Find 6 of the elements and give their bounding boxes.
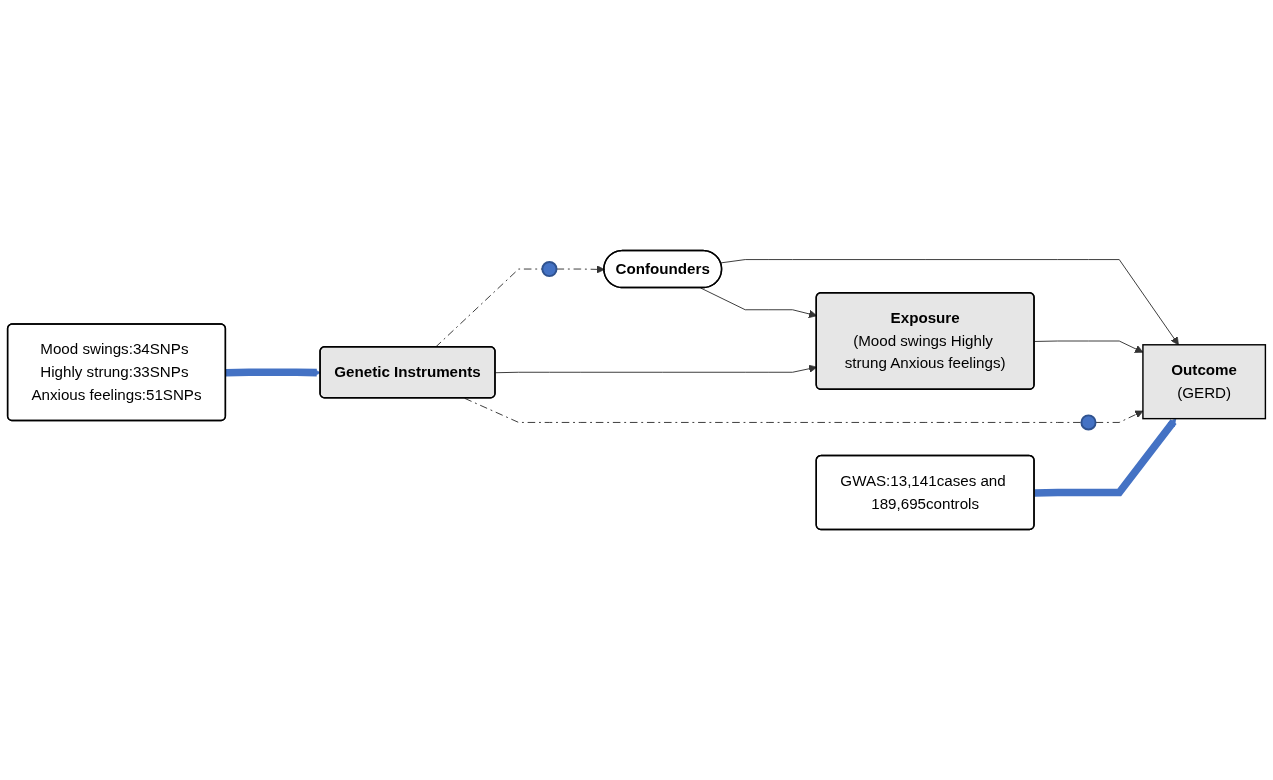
connector [464,397,1082,423]
arrow [225,368,321,377]
node-cross [541,260,558,278]
node-box: Outcome (GERD) [1142,344,1267,420]
node-cross [1080,414,1097,431]
arrow [1034,418,1177,497]
